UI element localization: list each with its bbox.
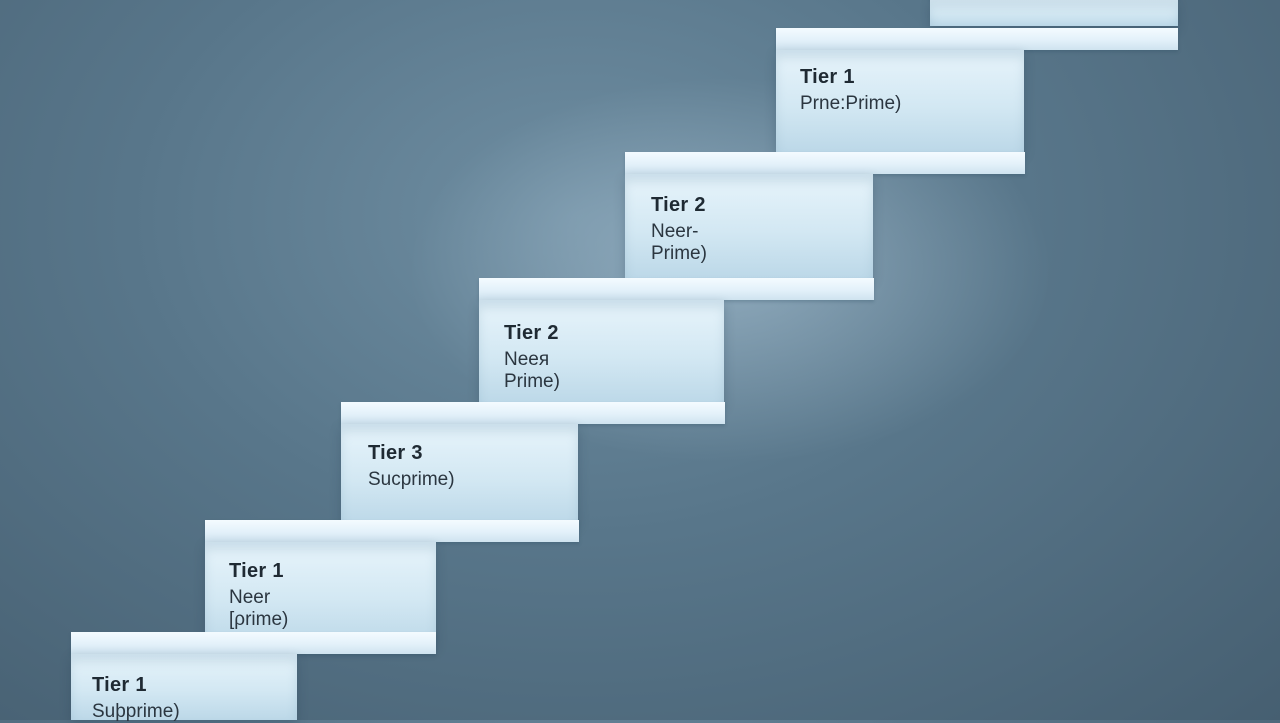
tier-title: Tier 1 <box>92 674 147 696</box>
step-label: Tier 1 Prne:Prime) <box>800 66 901 115</box>
step-riser <box>625 174 873 278</box>
step-tread <box>625 152 1025 174</box>
step-label: Tier 2 Neeя Prime) <box>504 322 560 393</box>
tier-title: Tier 2 <box>504 322 559 344</box>
step-label: Tier 3 Sucprime) <box>368 442 455 491</box>
tier-title: Tier 1 <box>229 560 284 582</box>
step-riser <box>341 424 578 524</box>
tier-subtitle: Suþprime) <box>92 701 180 722</box>
step-label: Tier 2 Neer-Prime) <box>651 194 707 265</box>
tier-title: Tier 1 <box>800 66 855 88</box>
tier-title: Tier 2 <box>651 194 706 216</box>
step-tread <box>776 28 1178 50</box>
step-tread <box>341 402 725 424</box>
step-tread <box>479 278 874 300</box>
tier-subtitle: Neeя Prime) <box>504 349 560 392</box>
step-riser <box>776 50 1024 152</box>
tier-subtitle: Sucprime) <box>368 469 455 490</box>
tier-subtitle: Neer [ρrime) <box>229 587 289 630</box>
step-riser <box>205 542 436 646</box>
step-riser <box>930 0 1178 26</box>
step-riser <box>479 300 724 404</box>
step-tread <box>71 632 436 654</box>
tier-subtitle: Prne:Prime) <box>800 93 902 114</box>
tier-subtitle: Neer-Prime) <box>651 221 707 264</box>
step-riser <box>71 654 297 720</box>
step-label: Tier 1 Suþprime) <box>92 674 180 723</box>
step-label: Tier 1 Neer [ρrime) <box>229 560 288 631</box>
step-tread <box>205 520 579 542</box>
tier-title: Tier 3 <box>368 442 423 464</box>
